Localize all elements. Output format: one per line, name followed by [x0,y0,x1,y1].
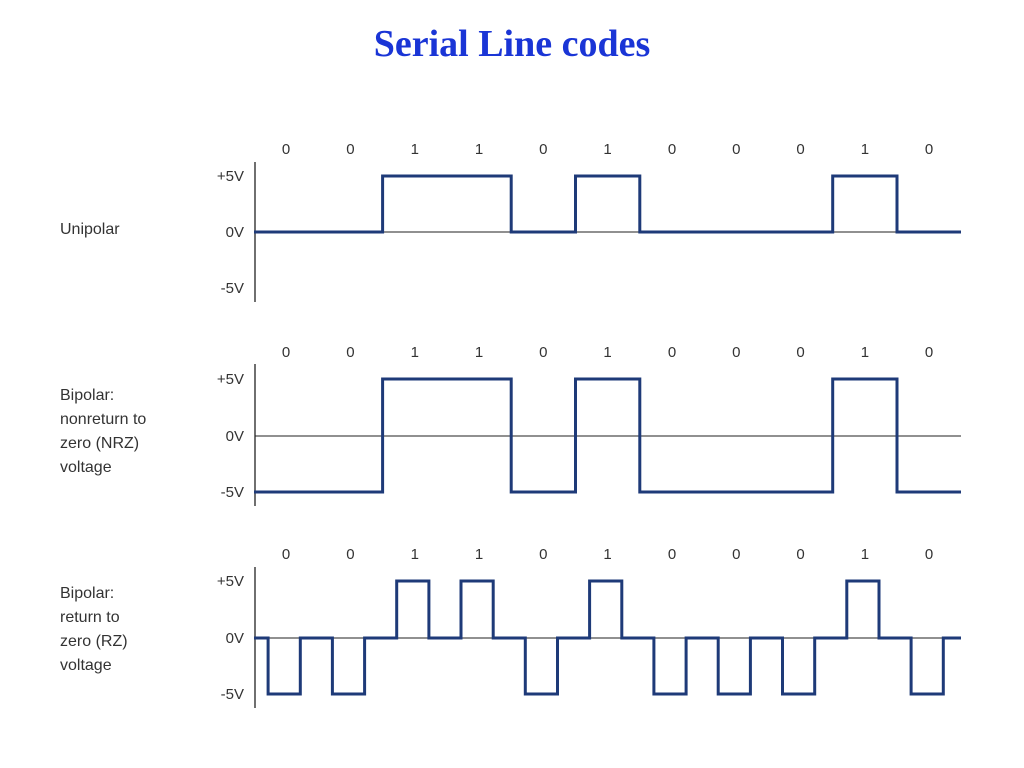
label-line: nonreturn to [60,411,147,428]
bit-label: 0 [539,344,547,361]
bit-label: 0 [282,546,290,563]
bit-label: 1 [861,141,869,158]
bit-label: 0 [539,141,547,158]
label-line: Bipolar: [60,387,115,404]
bit-label: 0 [346,141,354,158]
voltage-label-high: +5V [217,573,244,590]
voltage-label-zero: 0V [226,428,244,445]
voltage-label-high: +5V [217,371,244,388]
bit-label: 0 [346,546,354,563]
label-line: voltage [60,459,112,476]
label-line: voltage [60,657,112,674]
label-line: zero (NRZ) [60,435,140,452]
bit-label: 0 [539,546,547,563]
voltage-label-low: -5V [221,686,244,703]
label-line: Bipolar: [60,585,115,602]
waveform-rz [254,579,961,696]
bit-label: 1 [861,546,869,563]
bit-label: 0 [796,344,804,361]
waveform-unipolar [254,174,961,234]
bit-label: 0 [668,344,676,361]
bit-label: 0 [732,344,740,361]
label-line: zero (RZ) [60,633,128,650]
bit-label: 0 [346,344,354,361]
label-rz: Bipolar: return to zero (RZ) voltage [60,582,128,678]
bit-label: 0 [796,546,804,563]
waveform-nrz [254,377,961,494]
bit-label: 0 [925,344,933,361]
bit-label: 0 [925,546,933,563]
bit-label: 0 [282,141,290,158]
slide-title: Serial Line codes [373,23,651,65]
bit-label: 1 [411,344,419,361]
label-line: return to [60,609,120,626]
bit-label: 0 [732,141,740,158]
voltage-label-high: +5V [217,168,244,185]
bit-label: 0 [796,141,804,158]
label-line: Unipolar [60,221,120,238]
bit-label: 0 [668,546,676,563]
bit-label: 1 [603,141,611,158]
label-nrz: Bipolar: nonreturn to zero (NRZ) voltage [60,384,146,480]
voltage-label-zero: 0V [226,630,244,647]
bit-label: 1 [861,344,869,361]
bit-label: 1 [411,141,419,158]
bit-label: 0 [925,141,933,158]
voltage-label-zero: 0V [226,224,244,241]
bit-label: 0 [732,546,740,563]
bit-label: 0 [282,344,290,361]
voltage-label-low: -5V [221,280,244,297]
bit-label: 1 [475,141,483,158]
bit-label: 1 [603,344,611,361]
bit-label: 1 [475,344,483,361]
voltage-label-low: -5V [221,484,244,501]
bit-label: 1 [475,546,483,563]
bit-label: 1 [603,546,611,563]
label-unipolar: Unipolar [60,218,120,242]
bit-label: 1 [411,546,419,563]
bit-label: 0 [668,141,676,158]
